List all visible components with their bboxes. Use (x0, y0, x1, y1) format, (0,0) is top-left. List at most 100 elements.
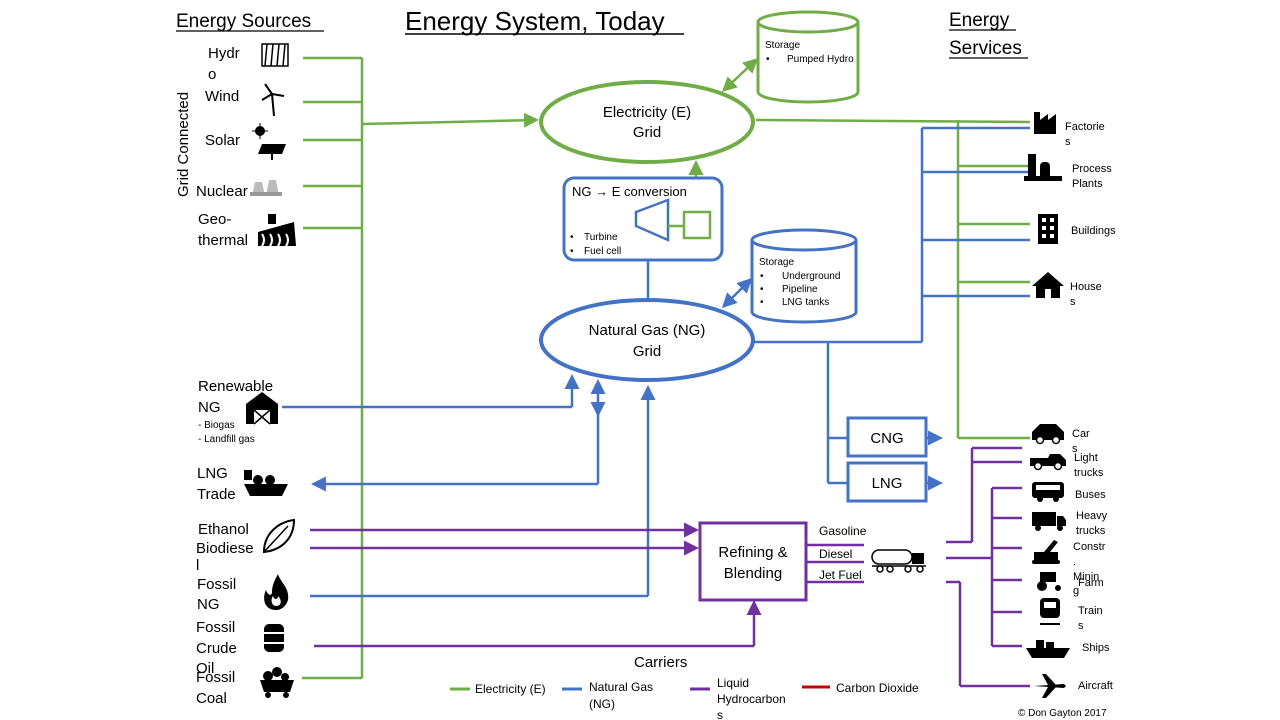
hydro-storage-title: Storage (765, 40, 800, 51)
train-icon (1040, 598, 1060, 625)
ship-icon (1026, 640, 1070, 658)
lng-tanker-ship-icon (244, 470, 288, 496)
source-hydro-1: Hydr (208, 45, 240, 62)
service-construction-3: Minin (1073, 571, 1099, 583)
tractor-icon (1037, 572, 1061, 591)
ng-storage-title: Storage (759, 257, 794, 268)
service-construction-2: . (1073, 556, 1076, 568)
legend-label-ng-1: Natural Gas (589, 680, 653, 694)
ng-grid-label-1: Natural Gas (NG) (589, 322, 706, 339)
hydro-storage-bullet: • (766, 54, 770, 65)
energy-services-header-line2: Services (949, 38, 1022, 59)
construction-excavator-icon (1032, 540, 1060, 564)
turbine-icon (634, 198, 670, 242)
nuclear-plant-icon (250, 180, 282, 196)
legend-label-liquid-3: s (717, 708, 723, 720)
service-light-trucks-2: trucks (1074, 467, 1104, 479)
source-renewable-ng-1: Renewable (198, 378, 273, 395)
carriers-label: Carriers (634, 654, 687, 671)
bus-icon (1032, 482, 1064, 502)
house-icon (1032, 272, 1064, 298)
source-ethanol: Ethanol (198, 521, 249, 538)
legend-label-electricity: Electricity (E) (475, 682, 546, 696)
source-nuclear: Nuclear (196, 183, 248, 200)
factory-icon (1034, 112, 1056, 134)
hydro-storage-item: Pumped Hydro (787, 54, 854, 65)
cng-label: CNG (870, 430, 903, 447)
fuel-gasoline: Gasoline (819, 524, 867, 538)
aircraft-icon (1034, 674, 1066, 698)
legend: Electricity (E) Natural Gas (NG) Liquid … (450, 676, 919, 720)
service-buildings: Buildings (1071, 225, 1116, 237)
source-lng-trade-1: LNG (197, 465, 228, 482)
source-renewable-ng-2: NG (198, 399, 221, 416)
source-biodiesel-2: l (196, 557, 199, 574)
source-lng-trade-2: Trade (197, 486, 236, 503)
service-heavy-trucks-2: trucks (1076, 525, 1106, 537)
coal-cart-icon (260, 667, 294, 698)
conversion-item-2: Fuel cell (584, 246, 621, 257)
legend-label-co2: Carbon Dioxide (836, 681, 919, 695)
geothermal-plant-icon (258, 214, 296, 247)
flame-icon (264, 574, 289, 610)
service-factories-1: Factorie (1065, 121, 1105, 133)
process-plant-icon (1024, 154, 1062, 181)
heavy-truck-icon (1032, 512, 1066, 531)
building-icon (1038, 214, 1058, 244)
service-process-plants-1: Process (1072, 163, 1112, 175)
refining-label-1: Refining & (718, 544, 787, 561)
service-buses: Buses (1075, 489, 1106, 501)
diagram-title: Energy System, Today (405, 6, 665, 36)
source-fossil-ng-2: NG (197, 596, 220, 613)
source-fossil-coal-1: Fossil (196, 669, 235, 686)
ng-storage-bullet-1: • (760, 271, 764, 282)
dam-icon (261, 43, 289, 67)
ng-to-e-conversion-box: NG → E conversion • Turbine • Fuel cell (562, 176, 724, 262)
legend-label-liquid-2: Hydrocarbon (717, 692, 786, 706)
service-houses-2: s (1070, 296, 1076, 308)
source-geothermal-1: Geo- (198, 211, 231, 228)
electricity-grid-label-2: Grid (633, 124, 661, 141)
lng-box: LNG (846, 461, 928, 503)
ng-storage-item-1: Underground (782, 271, 840, 282)
source-fossil-crude-1: Fossil (196, 619, 235, 636)
source-wind: Wind (205, 88, 239, 105)
source-fossil-crude-3: Oil (196, 660, 214, 677)
service-aircraft: Aircraft (1078, 680, 1113, 692)
energy-sources-header: Energy Sources (176, 11, 311, 32)
barn-icon (246, 392, 278, 425)
service-cars-2: s (1072, 443, 1078, 455)
ng-storage-bullet-3: • (760, 297, 764, 308)
wind-turbine-icon (261, 83, 285, 117)
service-houses-1: House (1070, 281, 1102, 293)
ng-grid-label-2: Grid (633, 343, 661, 360)
energy-services-header-line1: Energy (949, 10, 1010, 31)
hydro-storage-link (721, 57, 759, 93)
conversion-bullet-1: • (570, 232, 574, 243)
ng-storage-cylinder: Storage • Underground • Pipeline • LNG t… (750, 228, 858, 324)
conversion-bullet-2: • (570, 246, 574, 257)
source-renewable-ng-note-2: - Landfill gas (198, 434, 255, 445)
service-light-trucks-1: Light (1074, 452, 1098, 464)
source-fossil-ng-1: Fossil (197, 576, 236, 593)
service-heavy-trucks-1: Heavy (1076, 510, 1108, 522)
ng-storage-item-2: Pipeline (782, 284, 818, 295)
liquid-hydrocarbon-lines (310, 446, 1030, 688)
solar-panel-icon (252, 123, 286, 160)
legend-label-liquid-1: Liquid (717, 676, 749, 690)
source-fossil-crude-2: Crude (196, 640, 237, 657)
tanker-truck-icon (871, 549, 926, 573)
service-construction-4: g (1073, 585, 1079, 597)
refining-label-2: Blending (724, 565, 782, 582)
legend-label-ng-2: (NG) (589, 697, 615, 711)
cng-box: CNG (846, 416, 928, 458)
refining-blending-box: Refining & Blending (698, 521, 808, 602)
service-trains-1: Train (1078, 605, 1103, 617)
source-fossil-coal-2: Coal (196, 690, 227, 707)
ng-storage-bullet-2: • (760, 284, 764, 295)
grid-connected-label: Grid Connected (175, 92, 192, 197)
service-process-plants-2: Plants (1072, 178, 1103, 190)
service-trains-2: s (1078, 620, 1084, 632)
electricity-grid-label-1: Electricity (E) (603, 104, 691, 121)
